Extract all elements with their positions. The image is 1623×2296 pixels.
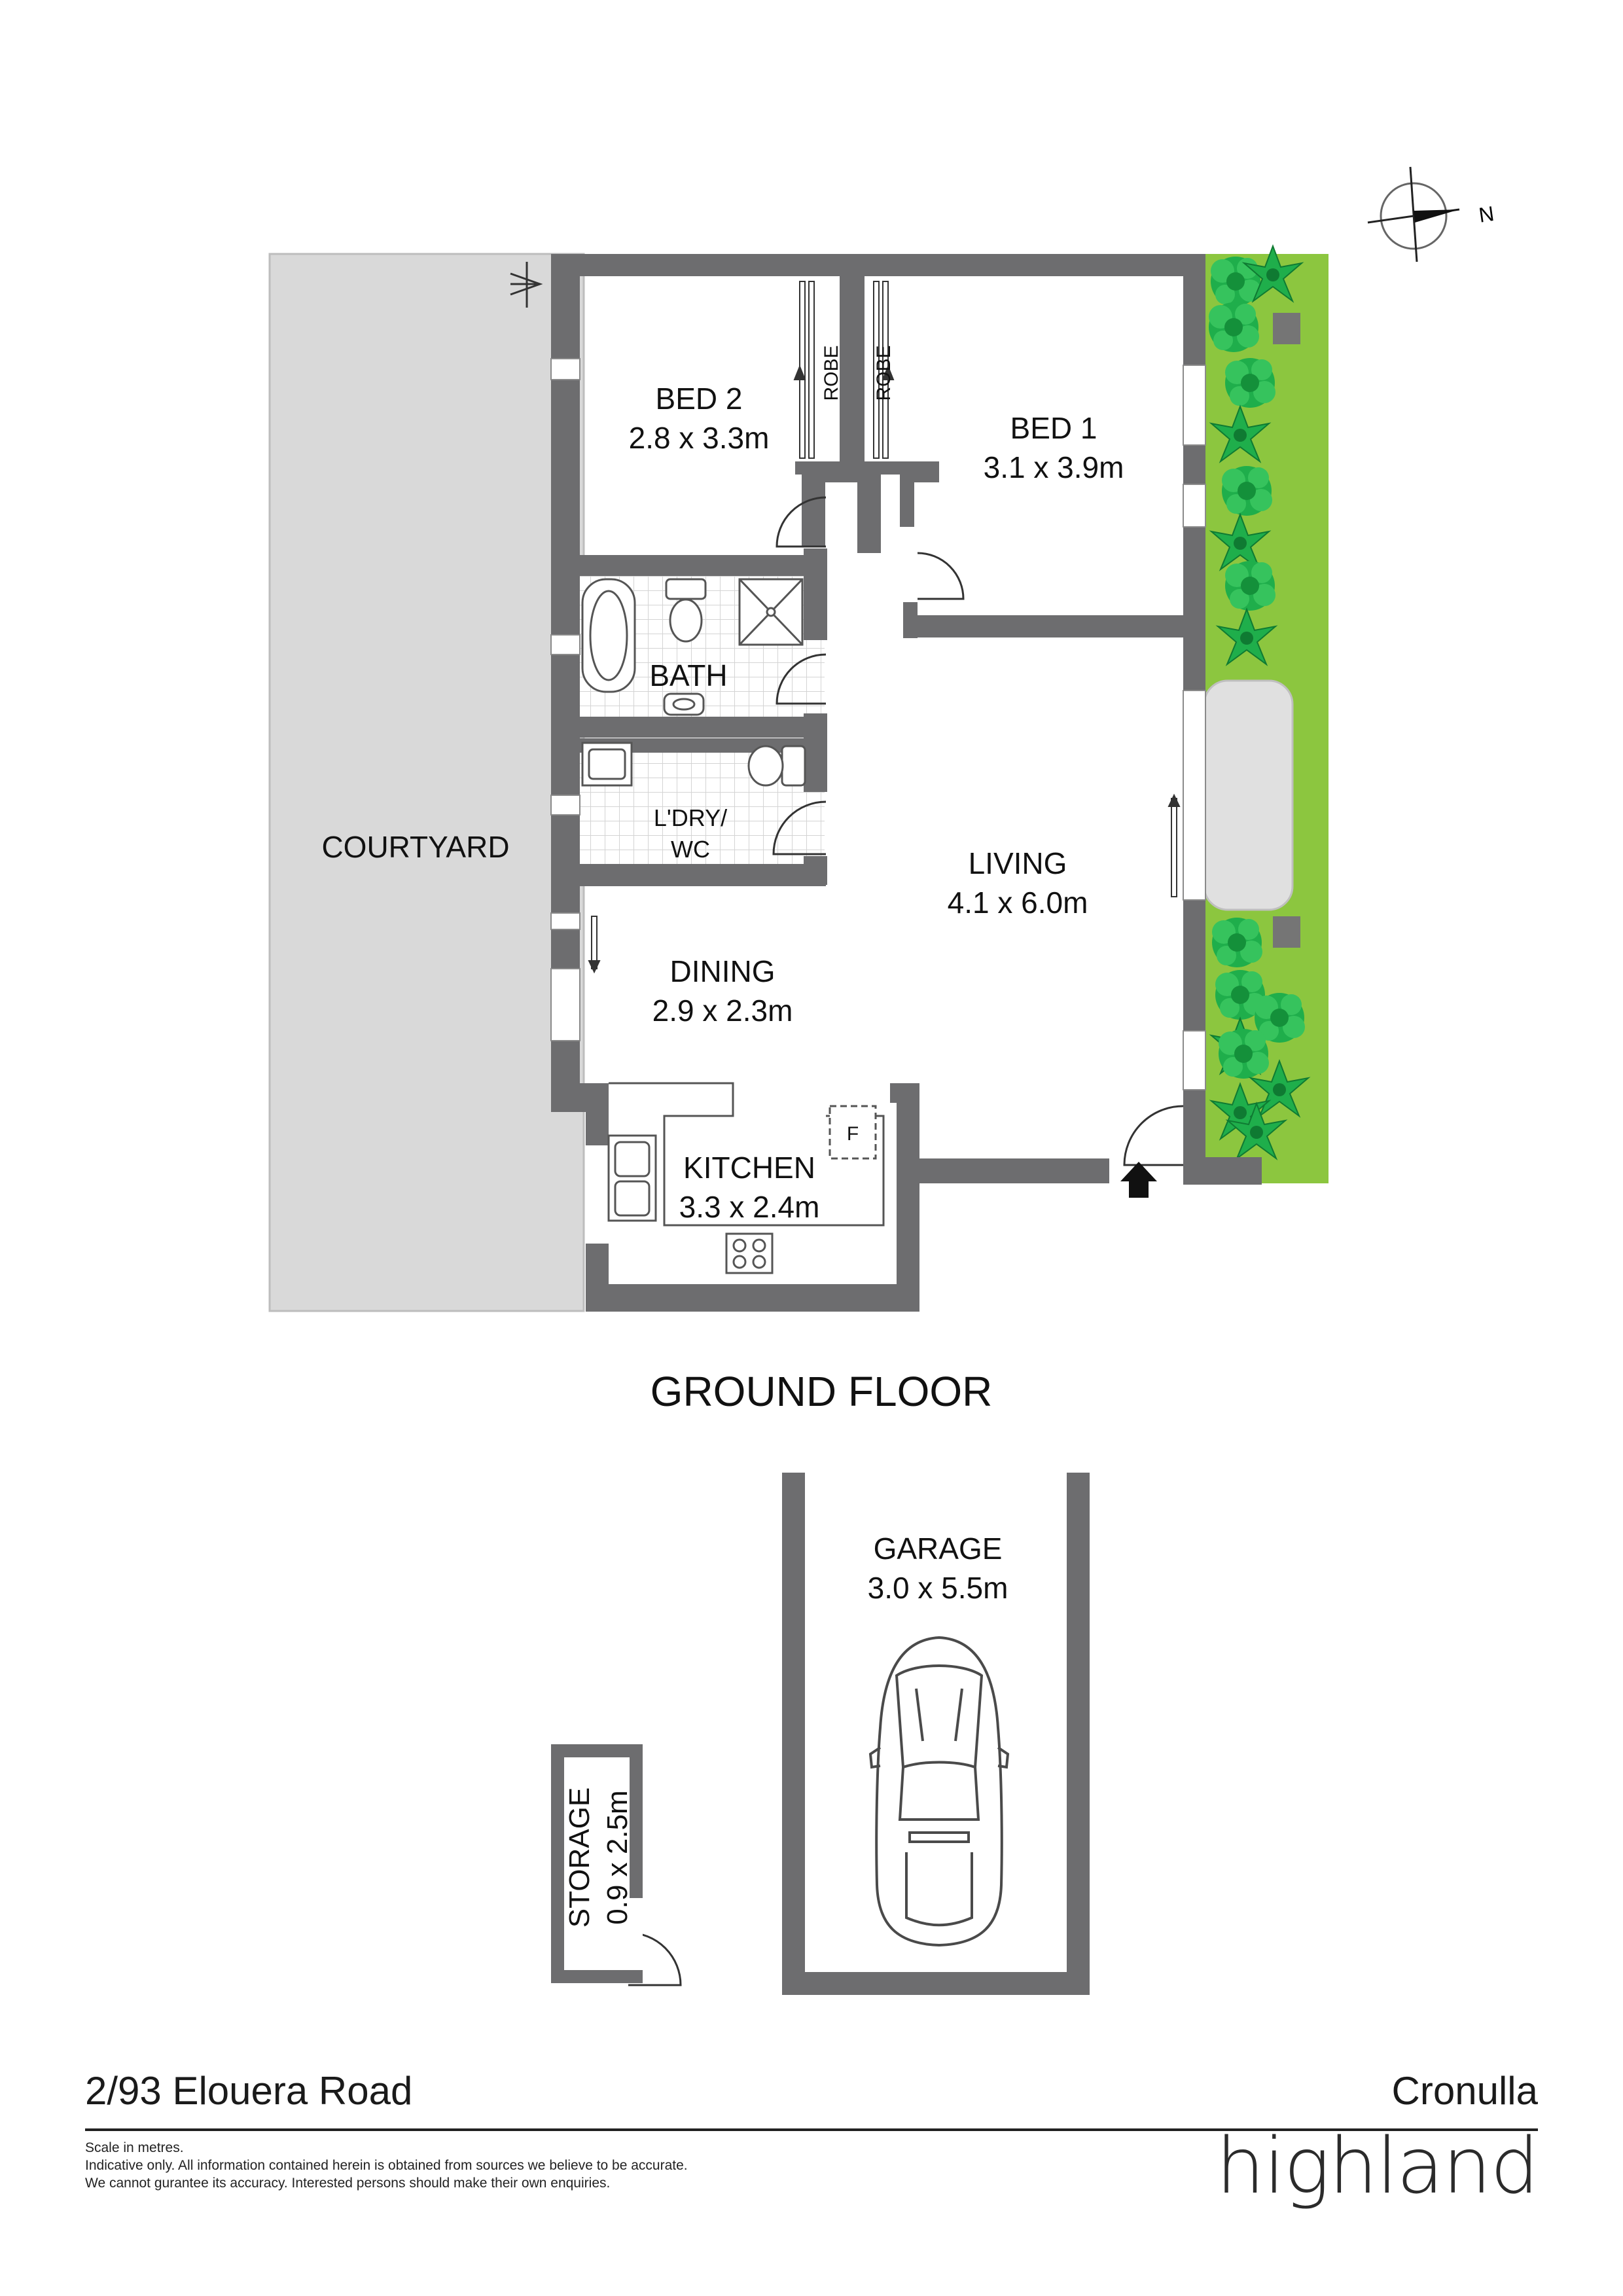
- north-compass-icon: N: [1367, 166, 1495, 262]
- garden-pot: [1273, 916, 1300, 948]
- bed1-size: 3.1 x 3.9m: [984, 450, 1124, 484]
- dining-label: DINING: [670, 954, 776, 988]
- bath-label: BATH: [649, 658, 727, 692]
- garage-size: 3.0 x 5.5m: [868, 1571, 1008, 1605]
- bed2-label: BED 2: [656, 382, 743, 416]
- kitchen-label: KITCHEN: [683, 1151, 815, 1185]
- room-labels: COURTYARD BED 2 2.8 x 3.3m BED 1 3.1 x 3…: [321, 345, 1124, 1224]
- courtyard-area: [268, 253, 585, 1312]
- robe-right-label: ROBE: [873, 345, 895, 401]
- disclaimer-line: Indicative only. All information contain…: [85, 2158, 688, 2173]
- garden-paving: [1203, 679, 1294, 911]
- windows: [550, 358, 1206, 1090]
- bath-fixtures: [581, 578, 806, 787]
- kitchen-size: 3.3 x 2.4m: [679, 1190, 820, 1224]
- living-label: LIVING: [969, 846, 1067, 880]
- north-label: N: [1477, 202, 1495, 227]
- disclaimer-line: We cannot gurantee its accuracy. Interes…: [85, 2176, 611, 2191]
- laundry-label-line2: WC: [671, 836, 710, 863]
- property-suburb: Cronulla: [1391, 2069, 1538, 2113]
- garden-pot: [1273, 313, 1300, 344]
- courtyard-label: COURTYARD: [321, 830, 509, 864]
- robe-left-label: ROBE: [821, 345, 842, 401]
- storage: [551, 1744, 643, 1983]
- bed2-size: 2.8 x 3.3m: [629, 421, 770, 455]
- car-icon: [868, 1636, 1010, 1947]
- kitchen-fixtures: [607, 1082, 885, 1274]
- door-swings: [510, 262, 1184, 1986]
- bed1-label: BED 1: [1010, 411, 1097, 445]
- living-size: 4.1 x 6.0m: [948, 886, 1088, 920]
- garage-label: GARAGE: [874, 1532, 1003, 1566]
- laundry-label-line1: L'DRY/: [654, 804, 727, 831]
- robe-doors: [793, 281, 895, 459]
- dining-size: 2.9 x 2.3m: [652, 994, 793, 1028]
- walls: [551, 254, 1262, 1312]
- property-address: 2/93 Elouera Road: [85, 2069, 413, 2113]
- disclaimer-line: Scale in metres.: [85, 2140, 184, 2155]
- living-sliding-door: [588, 793, 1181, 974]
- fridge-label: F: [847, 1123, 859, 1145]
- storage-size: 0.9 x 2.5m: [601, 1790, 633, 1924]
- disclaimer: Scale in metres. Indicative only. All in…: [85, 2139, 688, 2192]
- floor-title: GROUND FLOOR: [651, 1368, 993, 1415]
- storage-label: STORAGE: [563, 1787, 596, 1928]
- entry-arrow: [1120, 1162, 1157, 1198]
- brand-logo: highland: [1216, 2121, 1539, 2211]
- footer-divider: [85, 2128, 1538, 2131]
- garage: [782, 1473, 1090, 1995]
